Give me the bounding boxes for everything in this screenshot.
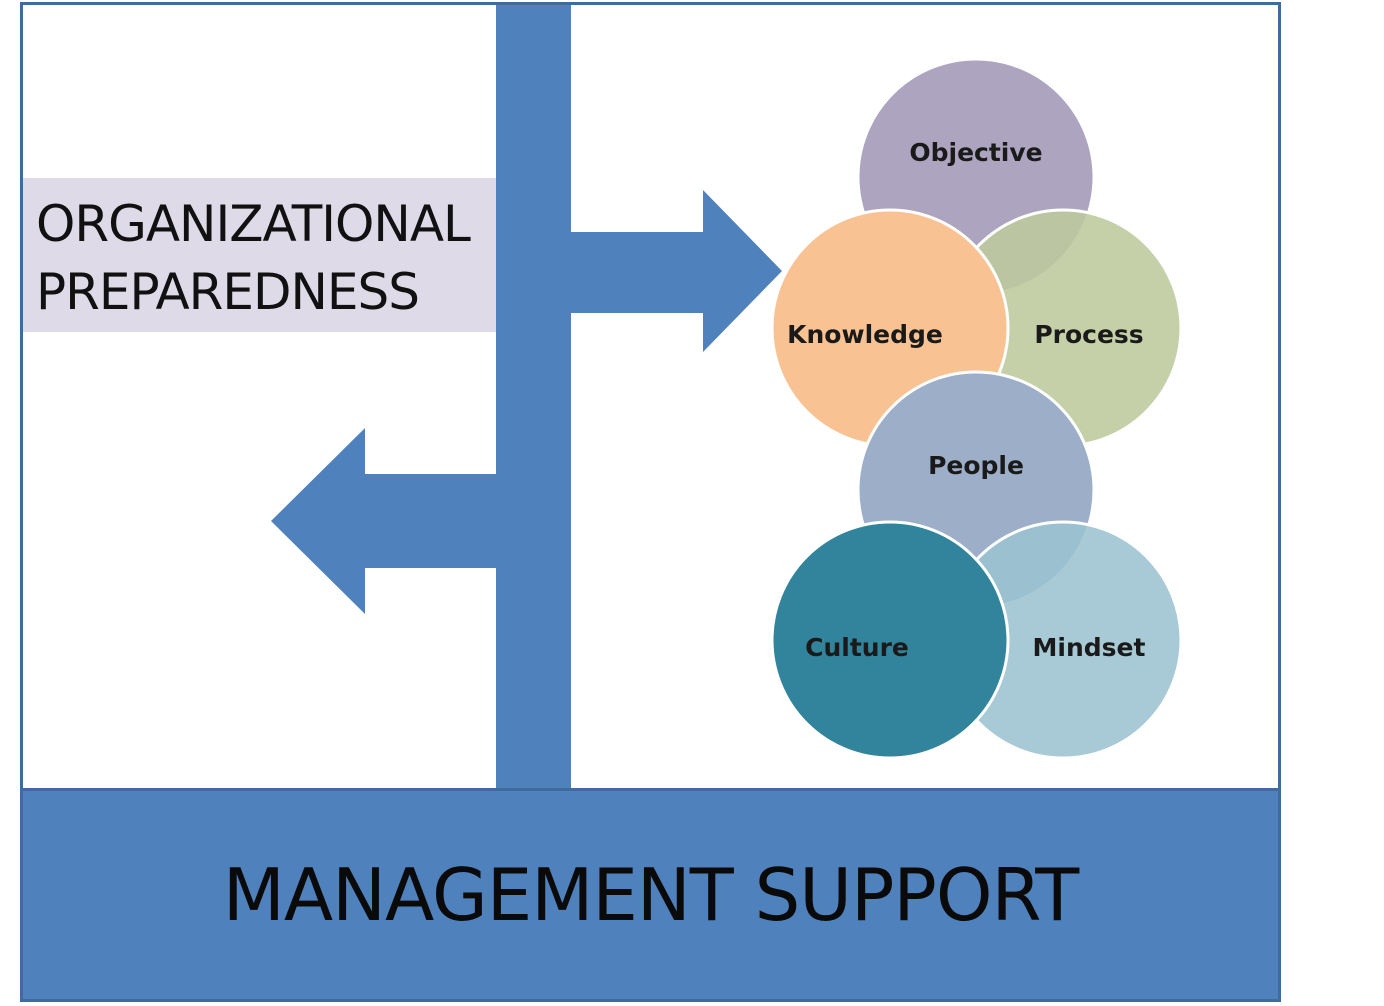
vertical-stem: [496, 5, 571, 790]
people-label: People: [928, 451, 1024, 480]
knowledge-label: Knowledge: [787, 320, 943, 349]
management-support-bar: [20, 788, 1281, 1002]
left-arrow: [271, 428, 496, 614]
objective-label: Objective: [909, 138, 1042, 167]
right-arrow: [571, 190, 782, 352]
management-support-label: MANAGEMENT SUPPORT: [222, 853, 1080, 937]
title-line-1: ORGANIZATIONAL: [36, 195, 471, 253]
organizational-preparedness-title: ORGANIZATIONAL PREPAREDNESS: [36, 190, 471, 326]
culture-circle: [770, 520, 1010, 760]
process-label: Process: [1034, 320, 1143, 349]
title-line-2: PREPAREDNESS: [36, 263, 420, 321]
bottom-circle-cluster: [770, 520, 1183, 760]
culture-label: Culture: [805, 633, 909, 662]
mindset-label: Mindset: [1033, 633, 1146, 662]
title-box: [23, 178, 496, 332]
